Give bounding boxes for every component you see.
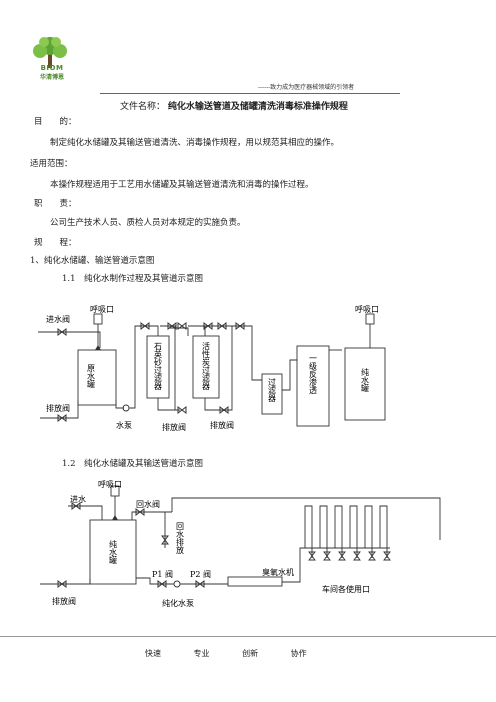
- scope-text: 本操作规程适用于工艺用水储罐及其输送管道清洗和消毒的操作过程。: [50, 180, 314, 190]
- purpose-text: 制定纯化水储罐及其输送管道清洗、消毒操作规程，用以规范其相应的操作。: [50, 138, 340, 148]
- d2-p1-label: P1 阀: [152, 570, 173, 579]
- d1-drain-left-label: 排放阀: [46, 403, 70, 413]
- tree-logo-icon: [33, 37, 67, 68]
- purpose-label: 目 的：: [34, 117, 77, 127]
- rules-label: 规 程：: [34, 238, 77, 248]
- outlet-valve-icon: [353, 551, 361, 561]
- d2-inlet-label: 进水: [70, 494, 86, 504]
- document-title-row: 文件名称： 纯化水输送管道及储罐清洗消毒标准操作规程: [120, 99, 348, 112]
- duty-text: 公司生产技术人员、质检人员对本规定的实施负责。: [50, 218, 246, 228]
- scope-label: 适用范围：: [30, 159, 73, 169]
- outlet-pipe: [319, 505, 328, 558]
- document-title: 纯化水输送管道及储罐清洗消毒标准操作规程: [167, 102, 348, 112]
- section-1-1-heading: 1.1 纯化水制作过程及其管道示意图: [62, 274, 204, 284]
- footer-item: 协作: [290, 649, 307, 658]
- d2-outlets-label: 车间各使用口: [322, 584, 370, 594]
- d1-drain-mid1-label: 排放阀: [162, 422, 186, 432]
- d1-pump-label: 水泵: [116, 420, 132, 430]
- d2-drain-label: 排放阀: [52, 596, 76, 606]
- d1-breather-left-label: 呼吸口: [90, 304, 114, 314]
- d2-breather-label: 呼吸口: [98, 479, 122, 489]
- section-1-2-heading: 1.2 纯化水储罐及其输送管道示意图: [62, 459, 204, 469]
- d1-filter-label: 过滤器: [268, 377, 277, 403]
- outlet-valve-icon: [338, 551, 346, 561]
- d1-inlet-valve-label: 进水阀: [46, 314, 70, 324]
- section-1-heading: 1、纯化水储罐、输送管道示意图: [30, 256, 155, 266]
- outlet-pipe: [364, 505, 373, 558]
- d2-p2-label: P2 阀: [190, 570, 211, 579]
- duty-label: 职 责：: [34, 199, 77, 209]
- d2-ozone-label: 臭氧水机: [262, 567, 294, 577]
- footer-item: 专业: [193, 649, 210, 658]
- slogan: ------致力成为医疗器械领域的引领者: [258, 84, 355, 91]
- d1-drain-mid2-label: 排放阀: [210, 420, 234, 430]
- brand-en: BIOM: [40, 64, 64, 72]
- outlet-pipe: [379, 505, 388, 558]
- outlet-pipe: [349, 505, 358, 558]
- outlet-valve-icon: [323, 551, 331, 561]
- footer: 快速 专业 创新 协作: [145, 648, 323, 659]
- doc-name-label: 文件名称：: [120, 102, 166, 112]
- d2-pump-label: 纯化水泵: [162, 598, 194, 608]
- d1-carbon-filter-label: 活性炭过滤器: [202, 341, 211, 391]
- d1-quartz-filter-label: 石英砂过滤器: [154, 342, 163, 391]
- footer-divider: [0, 636, 496, 637]
- d2-pure-tank-label: 纯水罐: [109, 539, 118, 565]
- footer-item: 创新: [242, 649, 259, 658]
- storage-distribution-diagram: 呼吸口 进水 回水阀 回水排放 纯水罐 P1 阀 P2 阀 臭氧水机 排放阀 纯…: [40, 479, 441, 608]
- outlet-pipe: [304, 505, 313, 558]
- d1-ro-label: 一级反渗透: [309, 354, 318, 395]
- outlet-valve-icon: [383, 551, 391, 561]
- d2-return-valve-label: 回水阀: [136, 499, 160, 509]
- outlet-pipe: [334, 505, 343, 558]
- d1-raw-tank-label: 原水罐: [87, 364, 96, 389]
- brand-cn: 华清博恩: [39, 74, 64, 81]
- d1-breather-right-label: 呼吸口: [355, 304, 379, 314]
- outlet-valve-icon: [368, 551, 376, 561]
- d2-return-drain-label: 回水排放: [176, 522, 185, 555]
- d1-pure-tank-label: 纯水罐: [361, 367, 370, 393]
- water-production-diagram: 进水阀 呼吸口 呼吸口 排放阀 水泵 排放阀 排放阀 原水罐 石英砂过滤器 活性…: [38, 304, 386, 432]
- header-divider: [100, 93, 400, 94]
- brand-logo-text: BIOM 华清博恩: [30, 64, 74, 82]
- footer-item: 快速: [145, 649, 161, 658]
- outlet-valve-icon: [308, 551, 316, 561]
